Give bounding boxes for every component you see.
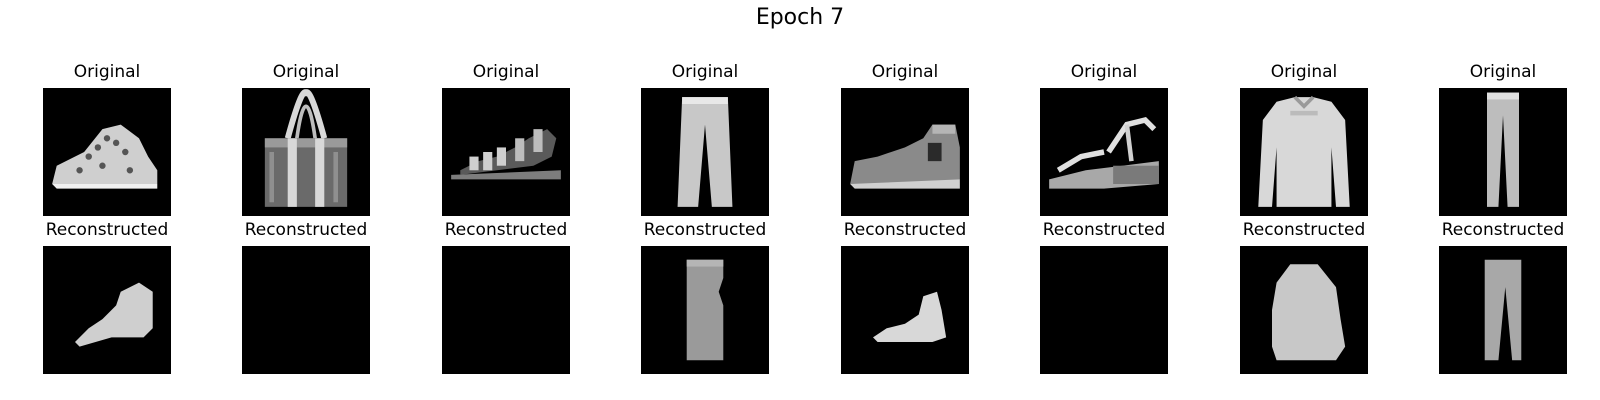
panel-title: Reconstructed (643, 220, 767, 240)
image-reconstruction-blank (1040, 246, 1168, 374)
panel-title: Original (472, 62, 540, 82)
panel-title: Original (73, 62, 141, 82)
image-reconstruction-trouser (641, 246, 769, 374)
image-bag (242, 88, 370, 216)
image-shirt (1240, 88, 1368, 216)
panel-title: Original (1469, 62, 1537, 82)
panel-title: Reconstructed (843, 220, 967, 240)
panel-title: Original (671, 62, 739, 82)
image-reconstruction-trouser-thin (1439, 246, 1567, 374)
panel-title: Original (1070, 62, 1138, 82)
image-reconstruction-top (1240, 246, 1368, 374)
image-trouser (641, 88, 769, 216)
panel-title: Reconstructed (45, 220, 169, 240)
image-reconstruction-shoe (43, 246, 171, 374)
panel-title: Reconstructed (1042, 220, 1166, 240)
image-ankle-boot (841, 88, 969, 216)
panel-title: Original (871, 62, 939, 82)
image-sandal-wedge (1040, 88, 1168, 216)
image-reconstruction-shoe-small (841, 246, 969, 374)
panel-title: Reconstructed (1242, 220, 1366, 240)
image-trouser-slim (1439, 88, 1567, 216)
panel-title: Reconstructed (244, 220, 368, 240)
image-reconstruction-blank (242, 246, 370, 374)
panel-title: Original (1270, 62, 1338, 82)
panel-title: Reconstructed (1441, 220, 1565, 240)
image-reconstruction-blank (442, 246, 570, 374)
figure-title: Epoch 7 (755, 5, 845, 30)
panel-title: Original (272, 62, 340, 82)
image-sneaker (43, 88, 171, 216)
image-sandal (442, 88, 570, 216)
panel-title: Reconstructed (444, 220, 568, 240)
